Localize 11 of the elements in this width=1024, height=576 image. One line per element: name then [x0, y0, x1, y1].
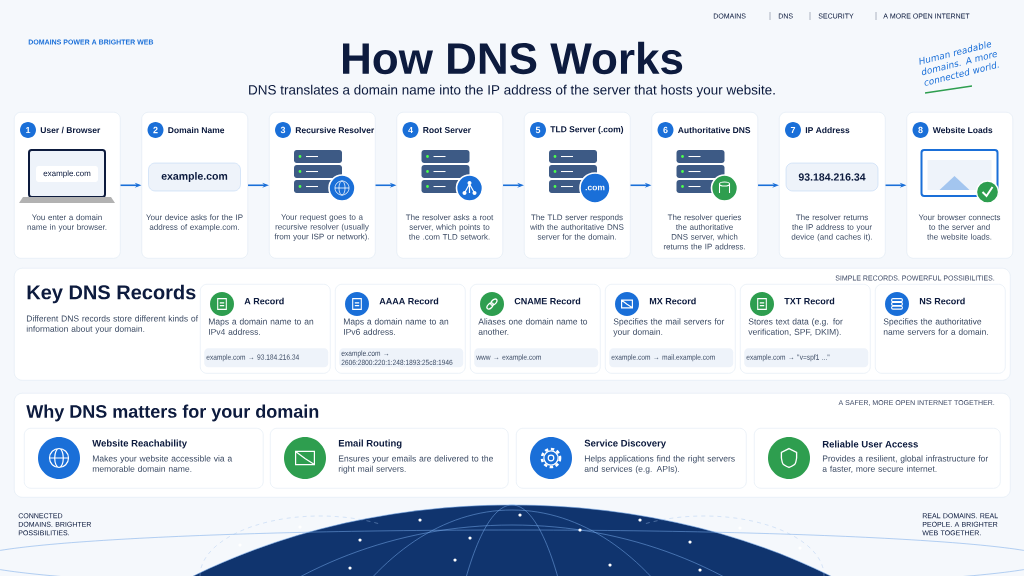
- domain-box: example.com: [148, 162, 241, 192]
- subtitle: DNS translates a domain name into the IP address of the server that hosts your website.: [249, 84, 775, 98]
- benefit-card: Service Discovery Helps applications find the right servers and services (e.g. APIs).: [516, 428, 747, 489]
- search-field: example.com: [36, 166, 98, 182]
- record-card: NS Record Specifies the authoritative name servers for a domain.: [875, 284, 1006, 374]
- benefit-card: Reliable User Access Provides a resilient, global infrastructure for a faster, more secure internet.: [754, 428, 1001, 489]
- benefit-card: Website Reachability Makes your website accessible via a memorable domain name.: [24, 428, 264, 489]
- page-title: How DNS Works: [343, 41, 683, 75]
- domain-badge: .com: [579, 172, 611, 204]
- benefit-card: Email Routing Ensures your emails are delivered to the right mail servers.: [270, 428, 509, 489]
- address-box: 93.184.216.34: [785, 162, 879, 192]
